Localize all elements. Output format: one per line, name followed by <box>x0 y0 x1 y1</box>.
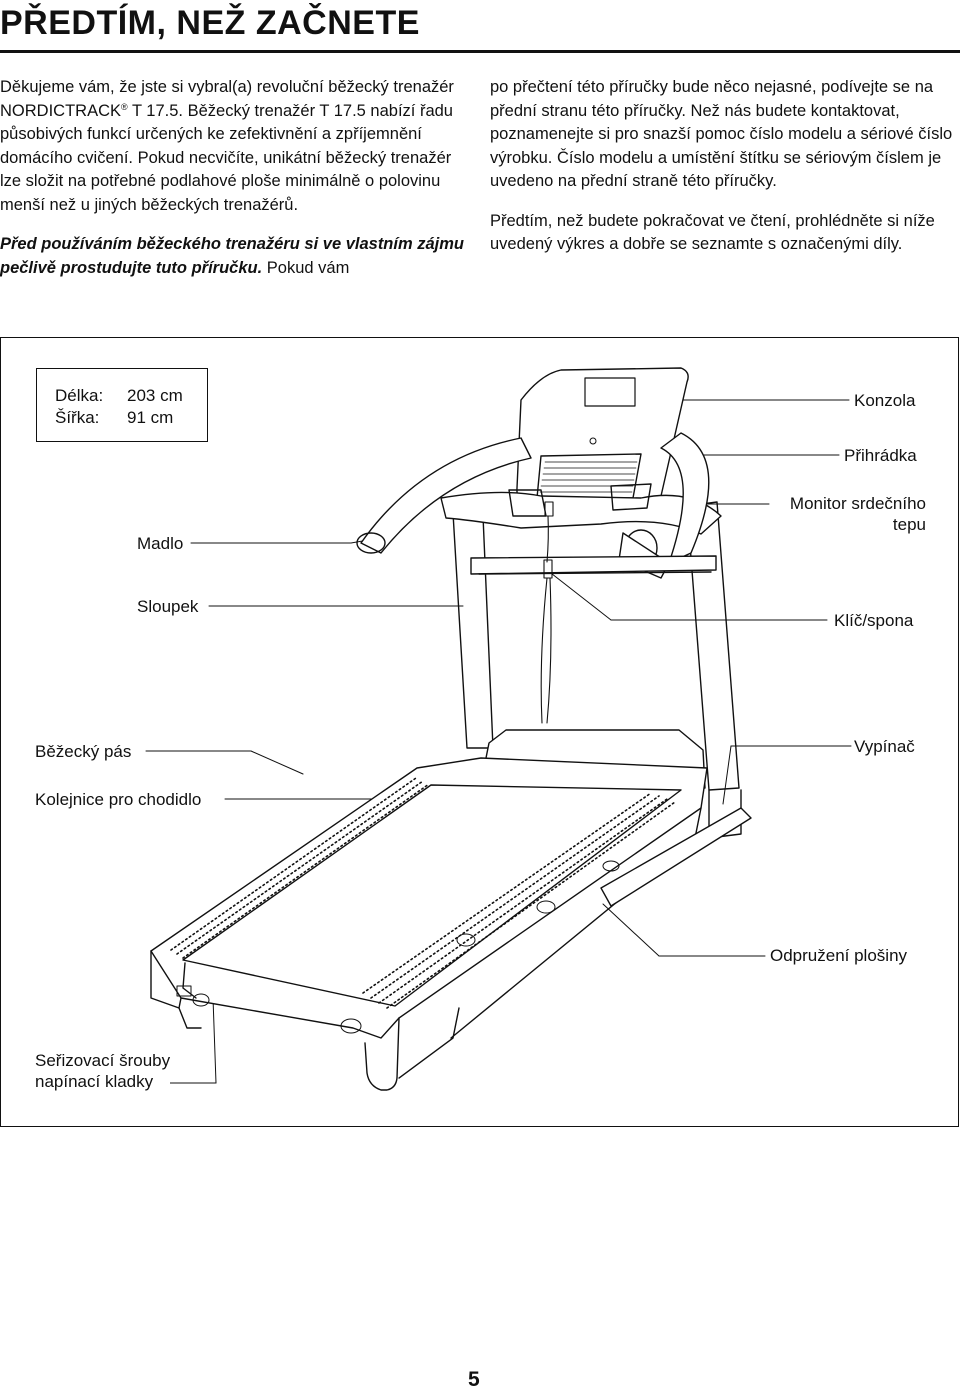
drawing-intro-paragraph: Předtím, než budete pokračovat ve čtení,… <box>490 211 935 254</box>
label-klic: Klíč/spona <box>834 610 914 631</box>
label-sloupek: Sloupek <box>137 596 199 617</box>
label-monitor-line2: tepu <box>892 515 926 534</box>
page-title: PŘEDTÍM, NEŽ ZAČNETE <box>0 4 420 42</box>
warning-bold-text: Před používáním běžeckého trenažéru si v… <box>0 235 464 277</box>
contact-paragraph: po přečtení této příručky bude něco neja… <box>490 78 953 190</box>
intro-paragraph: Děkujeme vám, že jste si vybral(a) revol… <box>0 76 468 217</box>
width-row: Šířka: 91 cm <box>55 407 207 429</box>
label-odpruzeni: Odpružení plošiny <box>770 945 908 966</box>
treadmill-drawing <box>145 367 852 1091</box>
label-serizovaci-line1: Seřizovací šrouby <box>35 1051 171 1070</box>
length-row: Délka: 203 cm <box>55 385 207 407</box>
intro-left-column: Děkujeme vám, že jste si vybral(a) revol… <box>0 76 468 296</box>
label-kolejnice: Kolejnice pro chodidlo <box>35 789 202 810</box>
label-vypinac: Vypínač <box>854 736 915 757</box>
label-monitor-line1: Monitor srdečního <box>789 494 926 513</box>
warning-rest-text: Pokud vám <box>262 258 350 277</box>
width-label: Šířka: <box>55 408 100 427</box>
intro-text-b: T 17.5. Běžecký trenažér T 17.5 nabízí ř… <box>0 101 453 214</box>
label-konzola: Konzola <box>854 390 916 411</box>
foot-rail-perforations <box>170 777 676 1009</box>
label-monitor: Monitor srdečního tepu <box>789 493 926 535</box>
label-serizovaci: Seřizovací šrouby napínací kladky <box>35 1050 171 1092</box>
dimensions-box: Délka: 203 cm Šířka: 91 cm <box>36 368 208 442</box>
registered-mark: ® <box>121 101 128 112</box>
page-number: 5 <box>468 1368 480 1391</box>
label-bezecky-pas: Běžecký pás <box>35 741 132 762</box>
intro-right-column: po přečtení této příručky bude něco neja… <box>490 76 960 273</box>
label-prihradka: Přihrádka <box>844 445 917 466</box>
treadmill-figure: Délka: 203 cm Šířka: 91 cm Konzola Přihr… <box>0 337 959 1127</box>
console <box>440 367 722 535</box>
label-madlo: Madlo <box>137 533 184 554</box>
safety-key <box>540 501 554 724</box>
length-value: 203 cm <box>127 386 183 405</box>
length-label: Délka: <box>55 386 104 405</box>
title-rule <box>0 50 960 53</box>
label-serizovaci-line2: napínací kladky <box>35 1072 154 1091</box>
warning-paragraph: Před používáním běžeckého trenažéru si v… <box>0 233 468 280</box>
deck <box>150 757 752 1091</box>
intro-text-a: Děkujeme vám, že jste si vybral(a) revol… <box>0 78 454 120</box>
crossbar <box>470 555 717 575</box>
width-value: 91 cm <box>127 408 174 427</box>
